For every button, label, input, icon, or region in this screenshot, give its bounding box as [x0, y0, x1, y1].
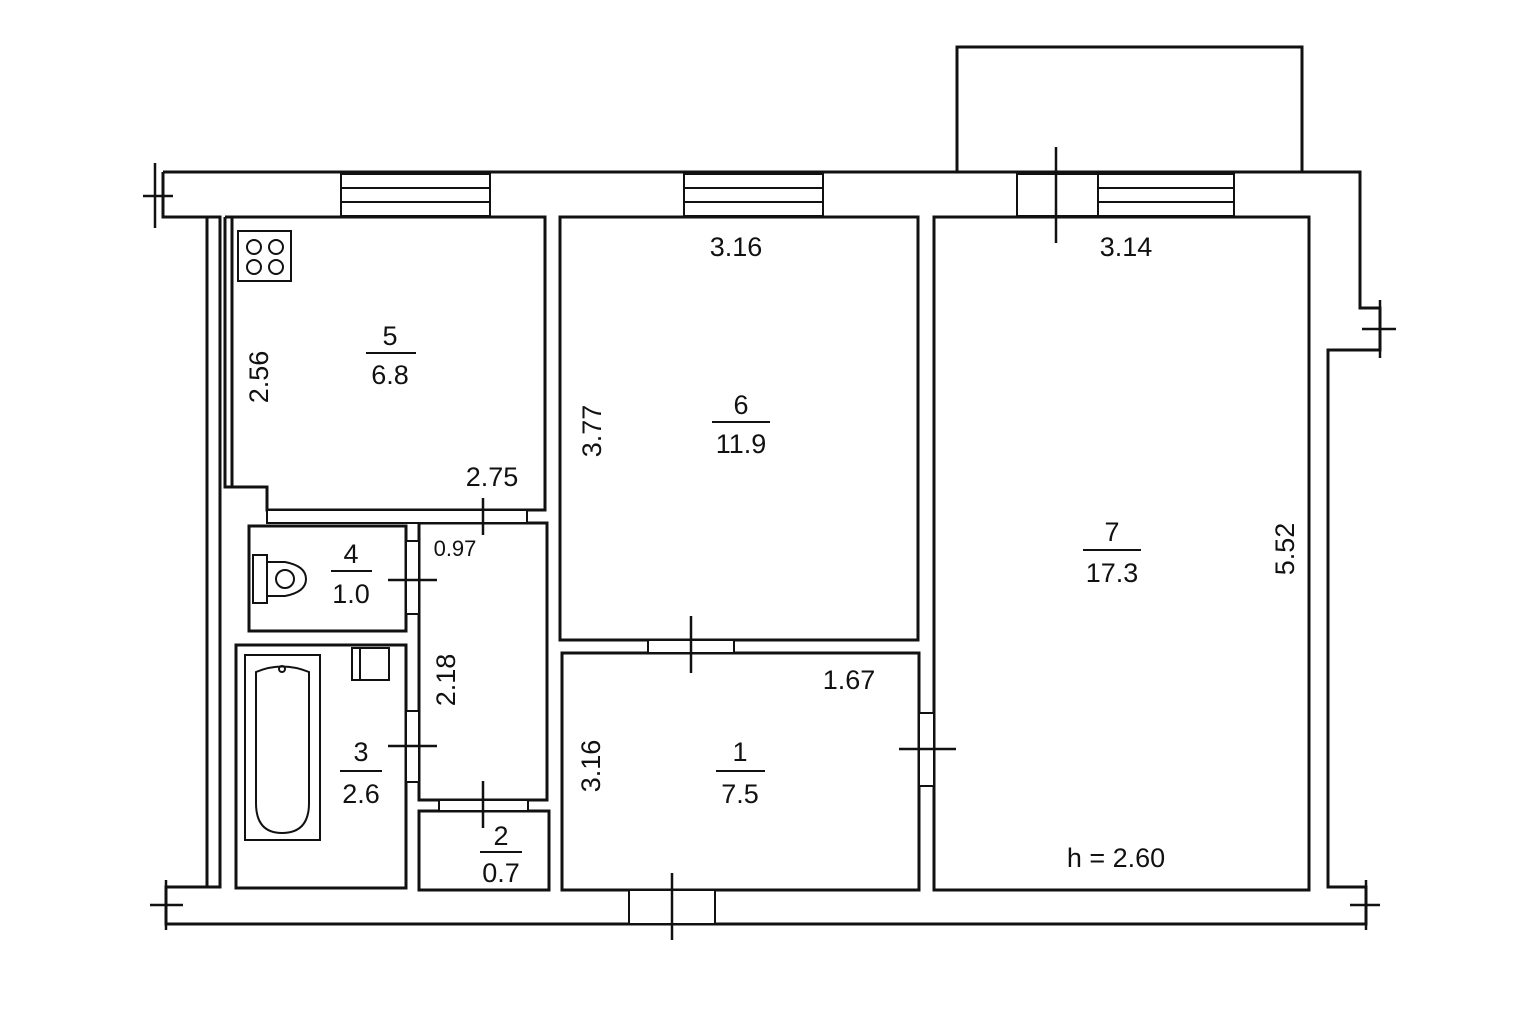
room-4-walls [247, 524, 408, 633]
sink-icon [351, 647, 390, 681]
svg-text:3: 3 [353, 737, 368, 767]
entrance-door [628, 873, 716, 940]
window-room-6 [683, 173, 824, 217]
door-room-7 [899, 712, 956, 787]
room-6-walls [558, 215, 920, 642]
svg-text:4: 4 [343, 539, 358, 569]
svg-text:7: 7 [1104, 517, 1119, 547]
dim-room6-height: 3.77 [577, 405, 607, 458]
door-room-2 [438, 781, 529, 828]
window-room-7 [1097, 173, 1235, 217]
svg-text:2: 2 [493, 821, 508, 851]
dim-corridor-width: 0.97 [434, 536, 477, 561]
dim-room1-height: 3.16 [576, 740, 606, 793]
dim-room5-width: 2.75 [466, 462, 519, 492]
room-5-label: 5 6.8 [366, 321, 416, 390]
balcony [955, 45, 1304, 172]
svg-text:6.8: 6.8 [371, 360, 409, 390]
dim-room1-width: 1.67 [823, 665, 876, 695]
room-3-label: 3 2.6 [340, 737, 382, 809]
door-room-6 [647, 616, 735, 673]
door-room-5 [266, 498, 528, 535]
svg-text:1: 1 [732, 737, 747, 767]
svg-text:17.3: 17.3 [1086, 558, 1139, 588]
svg-text:5: 5 [382, 321, 397, 351]
dim-room6-width: 3.16 [710, 232, 763, 262]
svg-text:6: 6 [733, 390, 748, 420]
dim-room7-width: 3.14 [1100, 232, 1153, 262]
bathtub-icon [244, 654, 321, 841]
svg-text:11.9: 11.9 [716, 429, 767, 459]
dim-room5-height: 2.56 [244, 351, 274, 404]
toilet-icon [252, 554, 308, 604]
room-4-label: 4 1.0 [331, 539, 372, 609]
svg-text:1.0: 1.0 [332, 579, 370, 609]
svg-text:0.7: 0.7 [482, 858, 520, 888]
room-7-walls [932, 215, 1311, 892]
window-kitchen [340, 173, 491, 217]
axis-ticks [143, 163, 1396, 930]
svg-text:2.6: 2.6 [342, 779, 380, 809]
room-6-label: 6 11.9 [712, 390, 770, 459]
dim-room7-height: 5.52 [1270, 523, 1300, 576]
door-room-4 [388, 540, 437, 615]
room-2-label: 2 0.7 [480, 821, 522, 888]
svg-text:7.5: 7.5 [721, 779, 759, 809]
balcony-door [1016, 147, 1099, 243]
room-7-label: 7 17.3 [1083, 517, 1141, 588]
stove-icon [237, 230, 292, 282]
dim-corridor-height: 2.18 [431, 654, 461, 707]
room-1-label: 1 7.5 [716, 737, 765, 809]
door-room-3 [388, 710, 437, 783]
ceiling-height: h = 2.60 [1067, 843, 1165, 873]
